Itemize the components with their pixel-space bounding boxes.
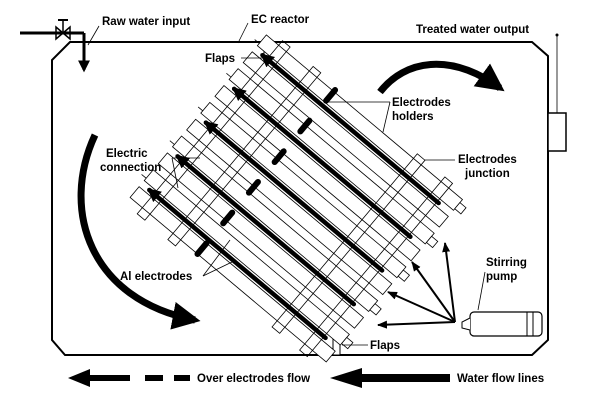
label-electrodes-junction-1: Electrodes bbox=[458, 154, 517, 166]
over-electrodes-flow-arrows bbox=[147, 52, 441, 341]
legend-over-electrodes-flow-symbol bbox=[68, 369, 190, 387]
label-al-electrodes: Al electrodes bbox=[120, 271, 192, 283]
treated-water-output bbox=[547, 112, 567, 152]
raw-water-input-pipe bbox=[20, 19, 90, 73]
label-raw-water-input: Raw water input bbox=[102, 16, 190, 28]
label-stirring-pump-2: pump bbox=[486, 271, 517, 283]
electrodes-junction bbox=[341, 202, 467, 350]
legend-water-flow-lines-label: Water flow lines bbox=[457, 373, 544, 385]
label-electric-connection-2: connection bbox=[100, 162, 161, 174]
water-flow-curves bbox=[77, 60, 505, 330]
label-flaps-bottom: Flaps bbox=[370, 340, 400, 352]
label-electric-connection-1: Electric bbox=[106, 148, 148, 160]
legend: Over electrodes flow Water flow lines bbox=[68, 368, 544, 388]
legend-water-flow-lines-symbol bbox=[330, 368, 450, 388]
ec-reactor-tank bbox=[51, 41, 549, 356]
label-electrodes-holders-1: Electrodes bbox=[392, 97, 451, 109]
electrode-assembly bbox=[129, 34, 467, 363]
label-stirring-pump-1: Stirring bbox=[486, 257, 527, 269]
label-ec-reactor: EC reactor bbox=[251, 14, 310, 26]
stirring-pump bbox=[461, 311, 543, 337]
legend-over-electrodes-flow-label: Over electrodes flow bbox=[197, 373, 310, 385]
label-electrodes-junction-2: junction bbox=[464, 168, 510, 180]
label-flaps-top: Flaps bbox=[205, 53, 235, 65]
label-electrodes-holders-2: holders bbox=[392, 111, 434, 123]
electric-connection-lines bbox=[141, 39, 260, 179]
label-leader-lines bbox=[87, 22, 486, 346]
electrode-plates bbox=[129, 34, 464, 363]
pump-flow-arrows bbox=[377, 242, 456, 329]
label-treated-water-output: Treated water output bbox=[416, 24, 529, 36]
